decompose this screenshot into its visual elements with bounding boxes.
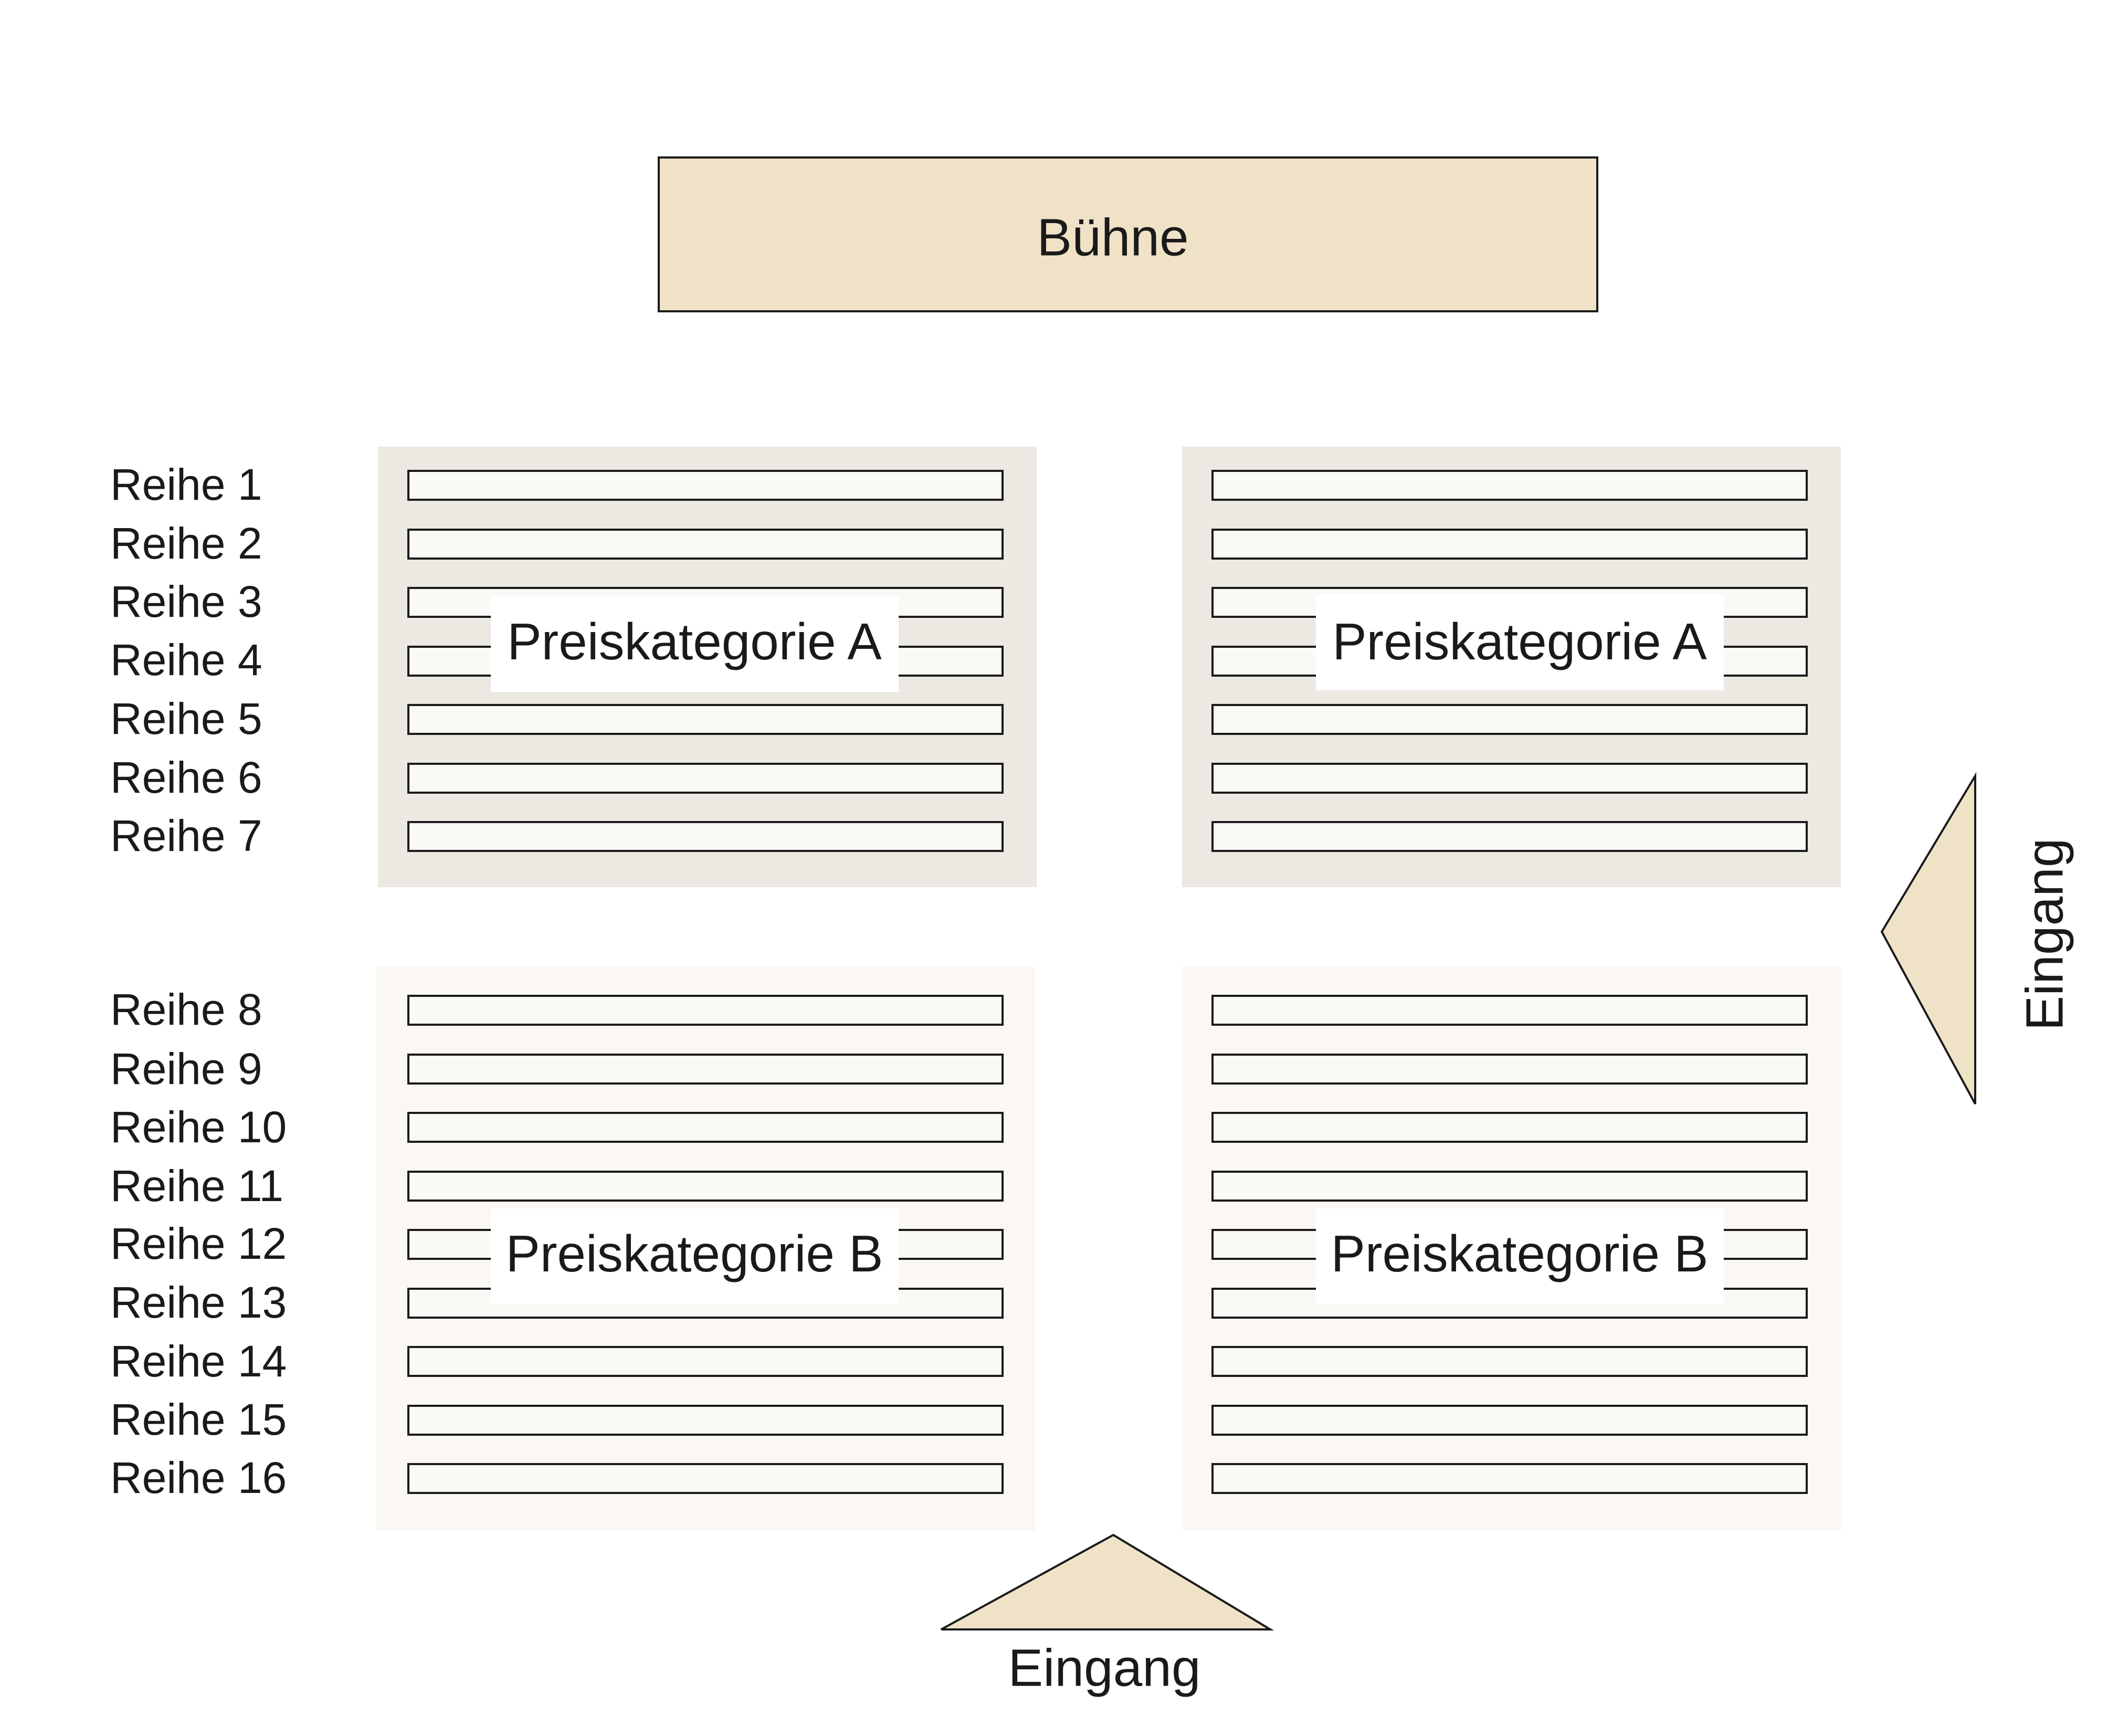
seat-row xyxy=(1211,1405,1808,1436)
triangle-arrow-icon xyxy=(941,1533,1274,1630)
category-label-front-left: Preiskategorie A xyxy=(507,613,882,670)
seat-row xyxy=(1211,1054,1808,1085)
seat-row xyxy=(407,995,1004,1026)
row-label: Reihe 3 xyxy=(110,577,262,626)
row-label: Reihe 14 xyxy=(110,1337,287,1386)
row-label: Reihe 2 xyxy=(110,519,262,568)
seat-row xyxy=(407,529,1004,560)
seat-row xyxy=(407,704,1004,735)
row-label: Reihe 6 xyxy=(110,753,262,802)
stage: Bühne xyxy=(658,156,1598,312)
seat-row xyxy=(1211,763,1808,794)
category-label-box xyxy=(1316,1208,1724,1304)
category-label-box xyxy=(1316,595,1724,690)
seat-row xyxy=(407,470,1004,501)
row-label: Reihe 8 xyxy=(110,985,262,1034)
row-label: Reihe 7 xyxy=(110,811,262,860)
triangle-arrow-icon xyxy=(1880,772,1976,1104)
seat-row xyxy=(407,821,1004,852)
seat-rows xyxy=(407,470,1808,1494)
row-label: Reihe 13 xyxy=(110,1278,287,1327)
seat-row xyxy=(1211,1463,1808,1494)
category-label-back-right: Preiskategorie B xyxy=(1331,1225,1708,1282)
entrance-bottom: Eingang xyxy=(941,1533,1274,1697)
row-label: Reihe 16 xyxy=(110,1453,287,1502)
row-label: Reihe 12 xyxy=(110,1219,287,1268)
row-label: Reihe 9 xyxy=(110,1044,262,1093)
entrance-side: Eingang xyxy=(1880,772,2074,1104)
category-label-back-left: Preiskategorie B xyxy=(505,1225,883,1282)
row-labels-a: Reihe 1 Reihe 2 Reihe 3 Reihe 4 Reihe 5 … xyxy=(110,460,262,860)
row-label: Reihe 4 xyxy=(110,635,262,685)
entrance-bottom-label: Eingang xyxy=(1008,1638,1201,1697)
row-label: Reihe 5 xyxy=(110,694,262,743)
seat-row xyxy=(407,1054,1004,1085)
seat-row xyxy=(407,1112,1004,1143)
seat-row xyxy=(1211,704,1808,735)
stage-box xyxy=(658,156,1598,312)
row-label: Reihe 15 xyxy=(110,1395,287,1444)
stage-label: Bühne xyxy=(1037,208,1188,267)
category-label-front-right: Preiskategorie A xyxy=(1332,613,1707,670)
seat-row xyxy=(407,1463,1004,1494)
seat-row xyxy=(1211,995,1808,1026)
entrance-side-label: Eingang xyxy=(2015,838,2074,1031)
seat-row xyxy=(1211,470,1808,501)
row-label: Reihe 1 xyxy=(110,460,262,509)
seat-row xyxy=(1211,1346,1808,1377)
seat-row xyxy=(1211,821,1808,852)
seat-row xyxy=(407,1171,1004,1202)
row-label: Reihe 11 xyxy=(110,1161,283,1211)
seat-row xyxy=(1211,529,1808,560)
seat-row xyxy=(407,1346,1004,1377)
seat-row xyxy=(1211,1112,1808,1143)
category-label-box xyxy=(491,596,899,692)
row-label: Reihe 10 xyxy=(110,1102,287,1152)
seat-row xyxy=(407,1405,1004,1436)
seat-row xyxy=(1211,1171,1808,1202)
row-labels-b: Reihe 8 Reihe 9 Reihe 10 Reihe 11 Reihe … xyxy=(110,985,287,1502)
seat-row xyxy=(407,763,1004,794)
category-label-box xyxy=(491,1208,899,1304)
